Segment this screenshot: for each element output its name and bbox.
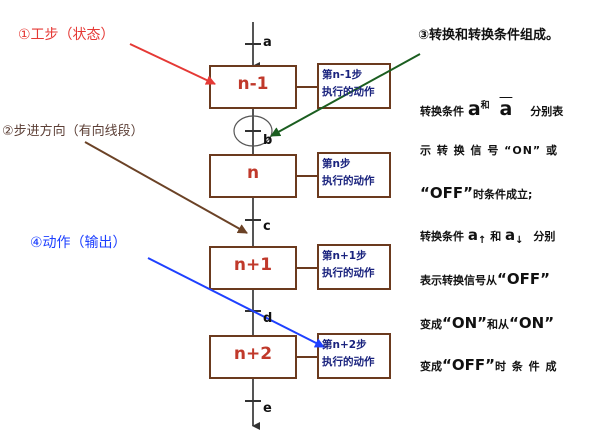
step-box-n+1	[209, 246, 297, 290]
step-box-n-1	[209, 65, 297, 109]
transition-label-b: b	[263, 133, 273, 148]
action-boxes	[317, 63, 391, 379]
transition-label-e: e	[263, 401, 272, 416]
step-label: n-1	[237, 74, 269, 94]
step-box-n+2	[209, 335, 297, 379]
action-box-n	[317, 152, 391, 198]
explanation-line-6: 变成“ON”和从“ON”	[420, 314, 555, 332]
step-label: n+2	[233, 344, 273, 364]
step-label: n+1	[233, 255, 273, 275]
annotation-transition: ③转换和转换条件组成。	[418, 28, 560, 43]
action-label: 第n+2步执行的动作	[322, 339, 375, 368]
arrow-transition	[270, 53, 421, 137]
arrow-step	[129, 43, 216, 85]
explanation-line-7: 变成“OFF”时 条 件 成	[420, 356, 558, 374]
annotation-direction: ②步进方向（有向线段）	[2, 124, 144, 139]
explanation-line-4: 转换条件 a↑ 和 a↓ 分别	[420, 226, 556, 247]
step-box-n	[209, 154, 297, 198]
arrow-action	[147, 257, 325, 348]
step-label: n	[246, 163, 260, 183]
explanation-line-1: 转换条件 a和 a 分别表	[420, 98, 564, 120]
transition-label-c: c	[263, 219, 271, 234]
arrow-direction	[84, 141, 248, 234]
action-box-n-1	[317, 63, 391, 109]
action-label: 第n步执行的动作	[322, 158, 375, 187]
explanation-line-2: 示 转 换 信 号 “ON” 或	[420, 144, 558, 157]
explanation-line-3: “OFF”时条件成立;	[420, 184, 533, 202]
explanation-line-5: 表示转换信号从“OFF”	[420, 270, 550, 288]
annotation-step: ①工步（状态）	[18, 27, 115, 43]
action-box-n+2	[317, 333, 391, 379]
transition-label-d: d	[263, 311, 273, 326]
action-box-n+1	[317, 244, 391, 290]
step-boxes	[209, 65, 297, 379]
action-label: 第n-1步执行的动作	[322, 69, 375, 98]
transition-label-a: a	[263, 35, 272, 50]
annotation-action: ④动作（输出）	[30, 235, 127, 251]
action-label: 第n+1步执行的动作	[322, 250, 375, 279]
action-connectors	[296, 86, 318, 358]
